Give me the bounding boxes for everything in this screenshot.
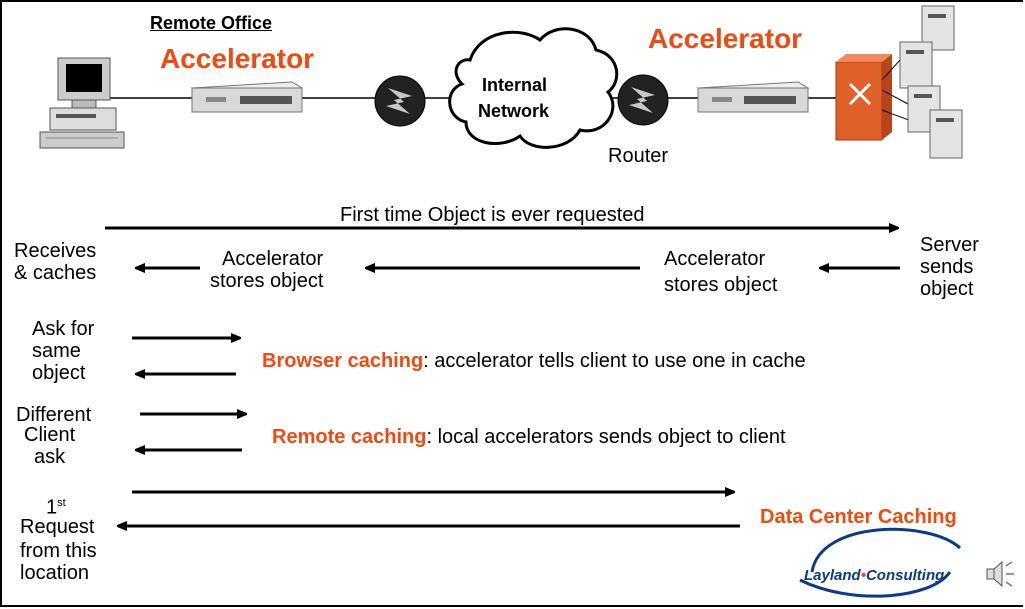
remote-accelerator-device-icon <box>190 81 304 113</box>
internal-network-cloud <box>448 27 619 149</box>
ask-label-3: object <box>32 362 86 384</box>
ask-label-2: same <box>32 340 81 362</box>
server-sends-label-3: object <box>920 278 974 300</box>
browser-caching-title: Browser caching <box>262 350 424 372</box>
first-request-ordinal: 1st <box>46 492 66 519</box>
dc-acc-stores-label-1: Accelerator <box>664 248 766 270</box>
first-time-label: First time Object is ever requested <box>340 204 645 226</box>
remote-acc-stores-label-2: stores object <box>210 270 324 292</box>
server-sends-label-1: Server <box>920 234 979 256</box>
datacenter-caching-title: Data Center Caching <box>760 506 957 528</box>
remote-office-label: Remote Office <box>150 13 273 33</box>
logo-text-right: Consulting <box>865 567 945 584</box>
client-computer-icon <box>39 57 125 149</box>
different-label-2: Client <box>24 424 76 446</box>
remote-caching-title: Remote caching <box>272 426 427 448</box>
server-cluster-icon <box>881 5 963 159</box>
logo-dot: • <box>860 567 866 584</box>
datacenter-switch-icon <box>835 54 892 141</box>
right-router-icon <box>617 74 669 126</box>
layland-logo: Layland•Consulting <box>804 565 944 587</box>
request-label-2: from this <box>20 540 97 562</box>
browser-caching-desc: : accelerator tells client to use one in… <box>423 350 806 372</box>
remote-acc-stores-label-1: Accelerator <box>222 248 324 270</box>
router-label: Router <box>608 145 669 167</box>
speaker-icon[interactable] <box>986 560 1014 588</box>
layland-logo-swoosh <box>799 527 962 598</box>
request-label-3: location <box>20 562 89 584</box>
cloud-label-line2: Network <box>478 101 550 121</box>
remote-caching-line: Remote caching: local accelerators sends… <box>272 426 786 448</box>
request-label-1: Request <box>20 516 95 538</box>
datacenter-accelerator-device-icon <box>696 81 810 113</box>
browser-caching-line: Browser caching: accelerator tells clien… <box>262 350 806 372</box>
remote-accelerator-label: Accelerator <box>160 43 315 74</box>
receives-label-1: Receives <box>14 240 97 262</box>
different-label-1: Different <box>16 404 92 426</box>
first-superscript: st <box>57 497 66 509</box>
receives-label-2: & caches <box>14 262 97 284</box>
datacenter-accelerator-label: Accelerator <box>648 23 803 54</box>
left-router-icon <box>374 75 426 127</box>
remote-caching-desc: : local accelerators sends object to cli… <box>426 426 786 448</box>
different-label-3: ask <box>34 446 66 468</box>
cloud-label-line1: Internal <box>482 75 548 95</box>
dc-acc-stores-label-2: stores object <box>664 274 778 296</box>
ask-label-1: Ask for <box>32 318 95 340</box>
first-number: 1 <box>46 496 58 519</box>
server-sends-label-2: sends <box>920 256 974 278</box>
logo-text-left: Layland <box>804 567 861 584</box>
